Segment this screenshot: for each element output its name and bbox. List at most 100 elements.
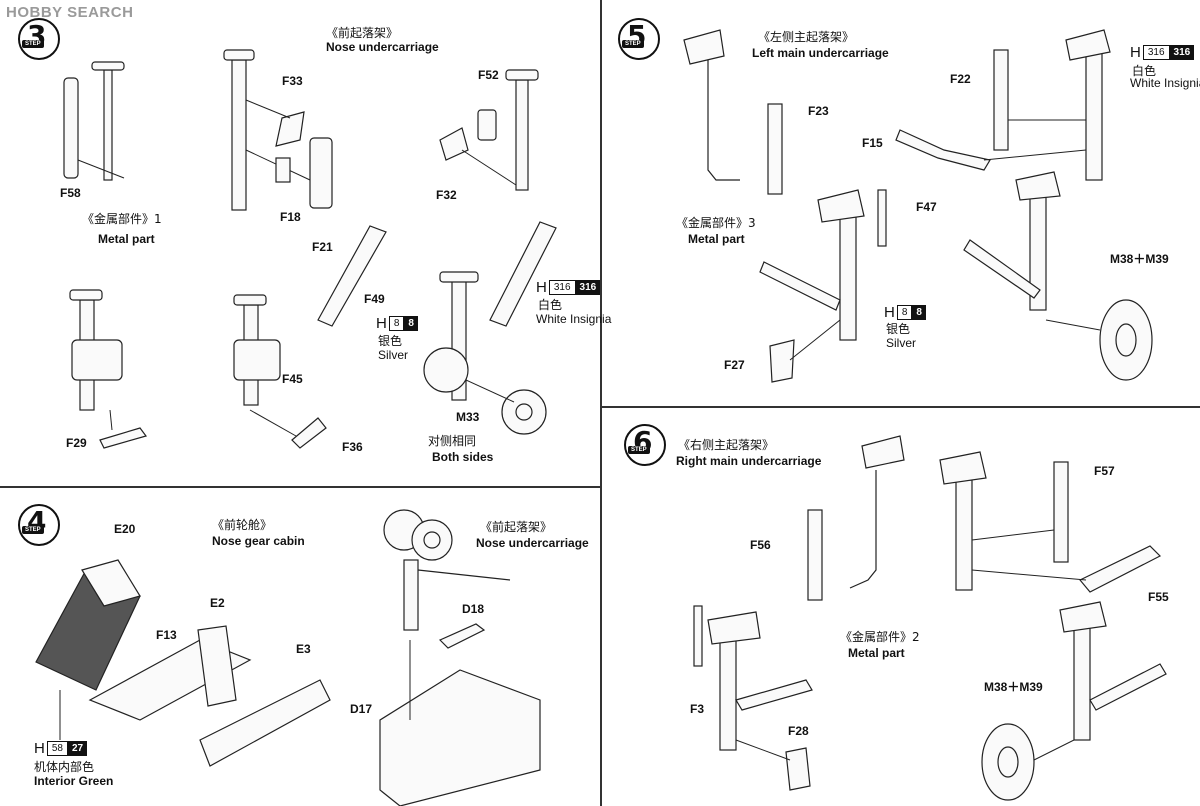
- part-f36-label: F36: [342, 440, 363, 454]
- step-4-title-zh: 《前轮舱》: [212, 518, 273, 532]
- part-f49-label: F49: [364, 292, 385, 306]
- step-3-tag: STEP: [22, 40, 44, 48]
- step-4-title-en: Nose gear cabin: [212, 534, 305, 548]
- step-5-silver-en: Silver: [886, 336, 917, 350]
- part-f57-label: F57: [1094, 464, 1115, 478]
- part-d17-label: D17: [350, 702, 373, 716]
- step-6-title-zh: 《右侧主起落架》: [678, 438, 775, 452]
- step-5-white-en: White Insignia: [1130, 76, 1200, 90]
- step-6-tag: STEP: [628, 446, 650, 454]
- part-f33-label: F33: [282, 74, 303, 88]
- left-horizontal-divider: [0, 486, 601, 488]
- interior-green-zh: 机体内部色: [34, 760, 95, 774]
- right-main-assembly-drawing: [693, 605, 813, 791]
- part-m33-label: M33: [456, 410, 480, 424]
- paint-code-2: 27: [67, 741, 88, 756]
- right-main-strut-drawing: [807, 451, 1162, 601]
- right-horizontal-divider: [601, 406, 1200, 408]
- paint-h-label: H: [536, 279, 547, 296]
- vertical-divider: [600, 0, 602, 806]
- step-5-silver-zh: 银色: [886, 322, 911, 336]
- paint-code-2: 316: [1169, 45, 1195, 60]
- nose-gear-assembly-4-drawing: [233, 225, 387, 449]
- paint-code-1: 58: [46, 741, 68, 756]
- part-d18-label: D18: [462, 602, 485, 616]
- step-3-silver-zh: 银色: [378, 334, 403, 348]
- metal-part-1-en: Metal part: [98, 232, 155, 246]
- part-f18-label: F18: [280, 210, 301, 224]
- metal-part-2-zh: 《金属部件》2: [840, 630, 920, 644]
- part-f28-label: F28: [788, 724, 809, 738]
- step-3-paint-white: H 316 316: [536, 279, 601, 296]
- step-4-circle: [18, 504, 60, 546]
- metal-part-2-drawing: [849, 435, 905, 589]
- step-4-title2-zh: 《前起落架》: [480, 520, 553, 534]
- metal-part-3-drawing: [683, 29, 740, 181]
- step-3-silver-en: Silver: [378, 348, 409, 362]
- nose-gear-cabin-drawing: [35, 559, 331, 767]
- part-e20-label: E20: [114, 522, 136, 536]
- metal-part-1-zh: 《金属部件》1: [82, 212, 162, 226]
- left-main-wheel-drawing: [963, 171, 1153, 381]
- step-3-paint-silver: H 8 8: [376, 315, 418, 332]
- step-3-title-zh: 《前起落架》: [326, 26, 399, 40]
- part-f13-label: F13: [156, 628, 177, 642]
- part-f22-label: F22: [950, 72, 971, 86]
- paint-h-label: H: [1130, 44, 1141, 61]
- part-f15-label: F15: [862, 136, 883, 150]
- paint-code-1: 316: [1142, 45, 1170, 60]
- step-4-paint-green: H 58 27: [34, 740, 88, 757]
- step-4-title2-en: Nose undercarriage: [476, 536, 589, 550]
- step-5-tag: STEP: [622, 40, 644, 48]
- part-m38-m39-label-right: M38＋M39: [984, 680, 1043, 694]
- step-6-badge: 6 STEP: [624, 424, 666, 466]
- part-f27-label: F27: [724, 358, 745, 372]
- part-f55-label: F55: [1148, 590, 1169, 604]
- interior-green-en: Interior Green: [34, 774, 114, 788]
- part-f29-label: F29: [66, 436, 87, 450]
- part-f23-label: F23: [808, 104, 829, 118]
- paint-code-1: 316: [548, 280, 576, 295]
- step-3-white-zh: 白色: [538, 298, 563, 312]
- step-3-white-en: White Insignia: [536, 312, 612, 326]
- both-sides-en: Both sides: [432, 450, 494, 464]
- part-f32-label: F32: [436, 188, 457, 202]
- paint-code-2: 8: [912, 305, 926, 320]
- right-main-wheel-drawing: [981, 601, 1167, 801]
- step-3-badge: 3 STEP: [18, 18, 60, 60]
- step-5-paint-silver: H 8 8: [884, 304, 926, 321]
- paint-code-2: 316: [575, 280, 601, 295]
- nose-gear-assembly-1-drawing: [223, 49, 333, 211]
- metal-part-2-en: Metal part: [848, 646, 905, 660]
- step-5-white-zh: 白色: [1132, 64, 1157, 78]
- metal-part-3-en: Metal part: [688, 232, 745, 246]
- metal-part-3-zh: 《金属部件》3: [676, 216, 756, 230]
- step-3-circle: [18, 18, 60, 60]
- step-3-title-en: Nose undercarriage: [326, 40, 439, 54]
- part-f21-label: F21: [312, 240, 333, 254]
- nose-gear-assembly-3-drawing: [69, 289, 148, 449]
- part-f58-label: F58: [60, 186, 81, 200]
- step-5-paint-white: H 316 316: [1130, 44, 1195, 61]
- part-f47-label: F47: [916, 200, 937, 214]
- paint-code-2: 8: [404, 316, 418, 331]
- nose-gear-assembly-5-drawing: [423, 221, 557, 435]
- left-main-strut-drawing: [767, 29, 1111, 195]
- paint-code-1: 8: [896, 305, 913, 320]
- part-e3-label: E3: [296, 642, 311, 656]
- paint-code-1: 8: [388, 316, 405, 331]
- paint-h-label: H: [376, 315, 387, 332]
- step-5-circle: [618, 18, 660, 60]
- part-f52-label: F52: [478, 68, 499, 82]
- paint-h-label: H: [884, 304, 895, 321]
- step-5-badge: 5 STEP: [618, 18, 660, 60]
- step-6-circle: [624, 424, 666, 466]
- part-m38-m39-label: M38＋M39: [1110, 252, 1169, 266]
- step-4-badge: 4 STEP: [18, 504, 60, 546]
- nose-gear-assembly-2-drawing: [439, 69, 539, 191]
- part-f3-label: F3: [690, 702, 705, 716]
- step-6-title-en: Right main undercarriage: [676, 454, 822, 468]
- part-f45-label: F45: [282, 372, 303, 386]
- watermark-logo: HOBBY SEARCH: [6, 4, 134, 21]
